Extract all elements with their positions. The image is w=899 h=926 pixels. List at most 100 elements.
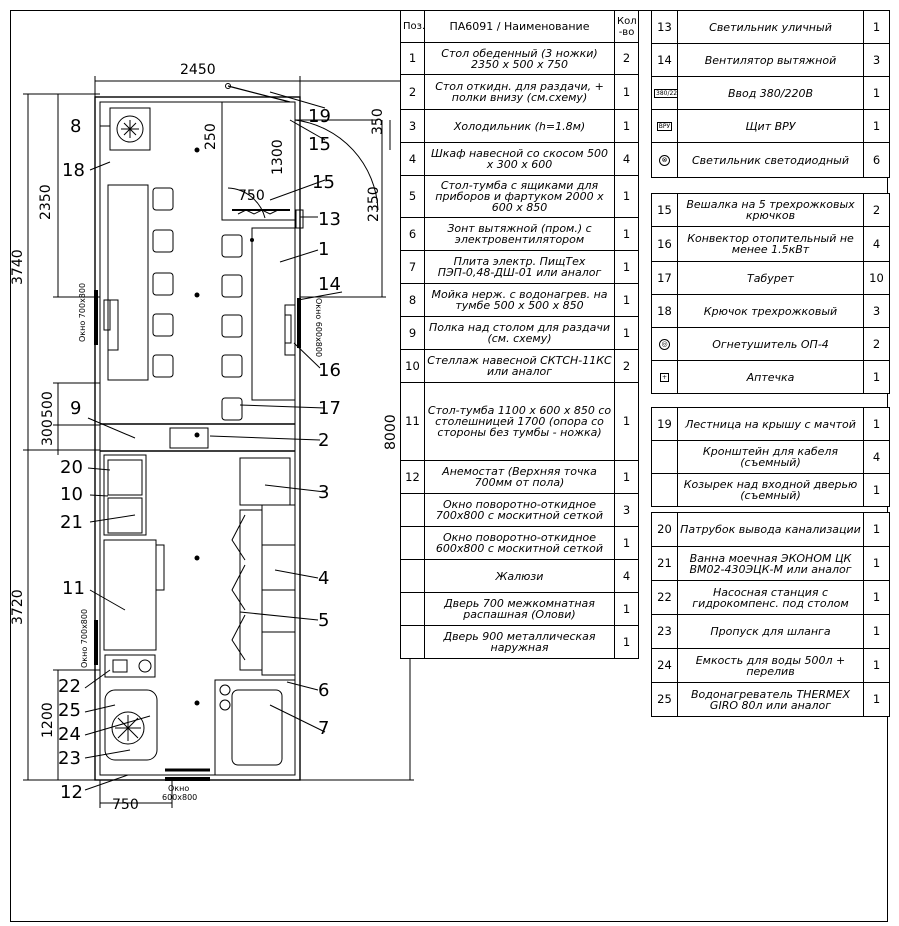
- callout-10: 10: [60, 484, 83, 505]
- row-pos: 8: [400, 283, 425, 317]
- row-qty: 4: [614, 559, 639, 593]
- entrance-door-swing: [294, 119, 379, 211]
- stove: [214, 679, 296, 776]
- row-qty: 2: [863, 327, 890, 361]
- water-tank: [104, 689, 158, 761]
- callout-21: 21: [60, 512, 83, 533]
- row-name: Стеллаж навесной СКТСН-11КС или аналог: [424, 349, 615, 383]
- callout-1: 1: [318, 239, 329, 260]
- row-pos: 18: [651, 294, 678, 328]
- dim-left-lower: 3720: [10, 589, 26, 625]
- callout-23: 23: [58, 748, 81, 769]
- legend-symbol-icon: ◎: [651, 327, 678, 361]
- legend-symbol-icon: 380/220: [651, 76, 678, 110]
- row-qty: 1: [863, 109, 890, 143]
- row-pos: 11: [400, 382, 425, 461]
- row-qty: 1: [863, 580, 890, 615]
- row-qty: 1: [614, 74, 639, 110]
- row-name: Стол обеденный (3 ножки) 2350 х 500 х 75…: [424, 42, 615, 75]
- row-name: Шкаф навесной со скосом 500 х 300 х 600: [424, 142, 615, 176]
- callout-22: 22: [58, 676, 81, 697]
- dim-750-inner: 750: [238, 188, 265, 204]
- row-name: Табурет: [677, 261, 864, 295]
- row-name: Стол-тумба с ящиками для приборов и фарт…: [424, 175, 615, 218]
- window-label-bottom-line2: 600x800: [162, 793, 197, 802]
- row-qty: 1: [863, 512, 890, 547]
- legend-symbol-icon: +: [651, 360, 678, 394]
- callout-12: 12: [60, 782, 83, 803]
- row-pos: 17: [651, 261, 678, 295]
- row-qty: 2: [614, 42, 639, 75]
- dim-right-2350: 2350: [366, 186, 382, 222]
- exhaust-fan: [109, 107, 151, 151]
- row-qty: 1: [614, 316, 639, 350]
- row-qty: 3: [863, 294, 890, 328]
- sink-unit: [103, 454, 147, 536]
- row-name: Стол откидн. для раздачи, + полки внизу …: [424, 74, 615, 110]
- row-qty: 1: [863, 473, 890, 507]
- row-name: Крючок трехрожковый: [677, 294, 864, 328]
- row-name: Светильник уличный: [677, 10, 864, 44]
- row-pos: 21: [651, 546, 678, 581]
- window-label-bottom-line1: Окно: [168, 784, 189, 793]
- callout-25: 25: [58, 700, 81, 721]
- fridge: [239, 457, 291, 506]
- callout-20: 20: [60, 457, 83, 478]
- row-pos: 1: [400, 42, 425, 75]
- row-qty: 1: [614, 109, 639, 143]
- row-qty: 1: [863, 407, 890, 441]
- callout-8: 8: [70, 116, 81, 137]
- row-pos: 12: [400, 460, 425, 494]
- row-name: Холодильник (h=1.8м): [424, 109, 615, 143]
- row-name: Огнетушитель ОП-4: [677, 327, 864, 361]
- cabinets: [239, 509, 262, 671]
- window-label-right: Окно 600x800: [314, 298, 323, 357]
- row-pos: 10: [400, 349, 425, 383]
- row-name: Зонт вытяжной (пром.) с электровентилято…: [424, 217, 615, 251]
- spec-table-header: Поз. ПА6091 / Наименование Кол -во: [400, 10, 639, 43]
- row-qty: 1: [863, 10, 890, 44]
- dim-500: 500: [40, 391, 56, 418]
- row-pos: [651, 440, 678, 474]
- row-pos: [400, 526, 425, 560]
- row-name: Мойка нерж. с водонагрев. на тумбе 500 х…: [424, 283, 615, 317]
- row-qty: 1: [614, 625, 639, 659]
- row-qty: 3: [863, 43, 890, 77]
- row-name: Насосная станция с гидрокомпенс. под сто…: [677, 580, 864, 615]
- row-name: Плита электр. ПищТех ПЭП-0,48-ДШ-01 или …: [424, 250, 615, 284]
- spec-row: Кронштейн для кабеля (съемный)4: [651, 440, 890, 474]
- row-qty: 2: [614, 349, 639, 383]
- callout-13: 13: [318, 209, 341, 230]
- symbol-glyph: 380/220: [654, 88, 677, 98]
- row-name: Дверь 900 металлическая наружная: [424, 625, 615, 659]
- spec-row: Дверь 700 межкомнатная распашная (Олови)…: [400, 592, 639, 626]
- row-name: Стол-тумба 1100 х 600 х 850 со столешниц…: [424, 382, 615, 461]
- row-name: Кронштейн для кабеля (съемный): [677, 440, 864, 474]
- row-name: Конвектор отопительный не менее 1.5кВт: [677, 226, 864, 262]
- window-label-left-lower: Окно 700x800: [80, 609, 89, 668]
- callout-2: 2: [318, 430, 329, 451]
- dim-250: 250: [203, 123, 219, 150]
- row-pos: [400, 625, 425, 659]
- row-name: Жалюзи: [424, 559, 615, 593]
- dim-left-2350: 2350: [38, 184, 54, 220]
- row-name: Полка над столом для раздачи (см. схему): [424, 316, 615, 350]
- row-name: Лестница на крышу с мачтой: [677, 407, 864, 441]
- callout-14: 14: [318, 274, 341, 295]
